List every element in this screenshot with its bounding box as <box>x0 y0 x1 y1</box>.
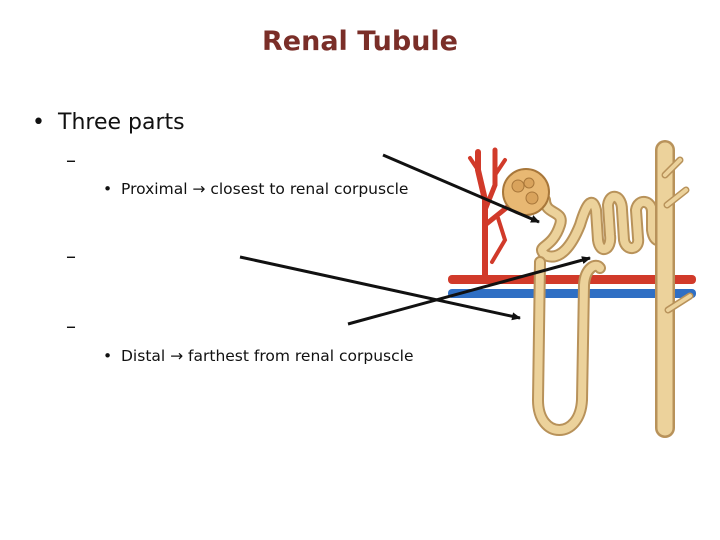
bullet-proximal-text: Proximal → closest to renal corpuscle <box>121 180 409 198</box>
arrow-proximal <box>382 153 540 224</box>
bullet-distal-text: Distal → farthest from renal corpuscle <box>121 347 414 365</box>
slide-title: Renal Tubule <box>262 26 458 57</box>
dash-1: – <box>66 148 76 172</box>
arrow-distal <box>239 255 521 321</box>
bullet-proximal: • Proximal → closest to renal corpuscle <box>103 180 408 198</box>
arrow-loop <box>347 256 591 326</box>
bullet-three-parts-text: Three parts <box>58 110 185 135</box>
renal-vein <box>448 289 696 298</box>
renal-artery <box>448 275 696 284</box>
bullet-dot: • <box>32 110 45 135</box>
renal-corpuscle <box>502 168 550 216</box>
bullet-distal: • Distal → farthest from renal corpuscle <box>103 347 414 365</box>
bullet-dot: • <box>103 180 113 198</box>
dash-3: – <box>66 314 76 338</box>
renal-tubule <box>532 140 694 438</box>
bullet-three-parts: • Three parts <box>32 110 185 135</box>
bullet-dot: • <box>103 347 113 365</box>
pointer-arrows <box>239 153 591 326</box>
arteriole-tree <box>468 147 523 278</box>
dash-2: – <box>66 244 76 268</box>
